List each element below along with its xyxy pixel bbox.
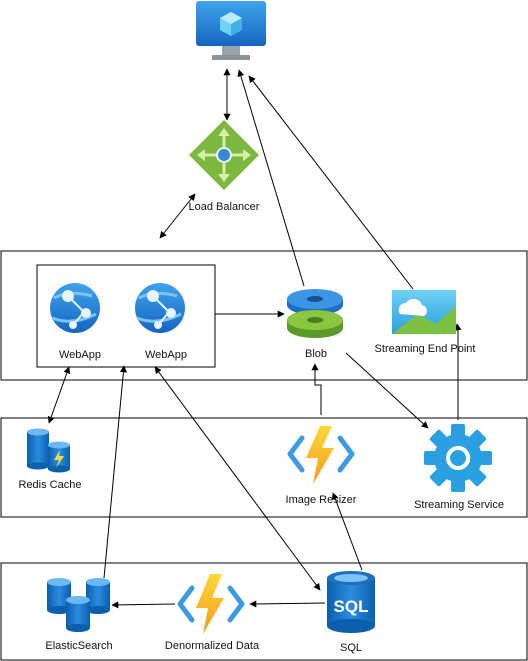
- sql-icon-text: SQL: [334, 597, 369, 616]
- sql-label: SQL: [340, 642, 362, 654]
- redis-cache-label: Redis Cache: [19, 479, 82, 491]
- blob-storage-icon: [287, 289, 343, 338]
- webapp-2-label: WebApp: [145, 349, 187, 361]
- webapp-redis-link: [47, 366, 71, 424]
- database-cluster-icon: [47, 578, 110, 632]
- load-balancer-label: Load Balancer: [189, 201, 260, 213]
- streaming-service-to-endpoint-link: [454, 323, 462, 420]
- sql-to-resizer-link: [331, 492, 363, 571]
- webapp-sql-link: [154, 366, 321, 591]
- gear-icon: [424, 424, 492, 492]
- loadbalancer-web-tier-link: [159, 193, 196, 239]
- streaming-service-label: Streaming Service: [414, 499, 504, 511]
- streaming-end-point-label: Streaming End Point: [375, 343, 476, 355]
- streaming-endpoint-icon: [392, 290, 456, 334]
- web-app-icon: [50, 283, 100, 333]
- virtual-machine-icon: [196, 1, 266, 60]
- web-app-icon: [135, 283, 185, 333]
- blob-label: Blob: [305, 348, 327, 360]
- elasticsearch-label: ElasticSearch: [45, 640, 112, 652]
- endpoint-to-vm-link: [248, 75, 414, 290]
- sql-to-denormalized-link: [249, 600, 326, 608]
- load-balancer-icon: [189, 120, 259, 190]
- denormalized-to-elasticsearch-link: [111, 601, 176, 609]
- webapp-1-label: WebApp: [59, 349, 101, 361]
- image-resizer-label: Image Resizer: [286, 494, 357, 506]
- elasticsearch-to-webapp-link: [103, 365, 127, 579]
- blob-to-vm-link: [237, 69, 305, 287]
- denormalized-data-label: Denormalized Data: [165, 640, 260, 652]
- blob-to-streaming-service-link: [345, 352, 429, 429]
- function-bolt-icon: [177, 574, 245, 634]
- connectors: [47, 68, 462, 609]
- redis-cache-icon: [27, 428, 70, 473]
- resizer-to-blob-link: [311, 363, 322, 415]
- sql-database-icon: SQL: [327, 571, 375, 633]
- function-bolt-icon: [287, 426, 355, 484]
